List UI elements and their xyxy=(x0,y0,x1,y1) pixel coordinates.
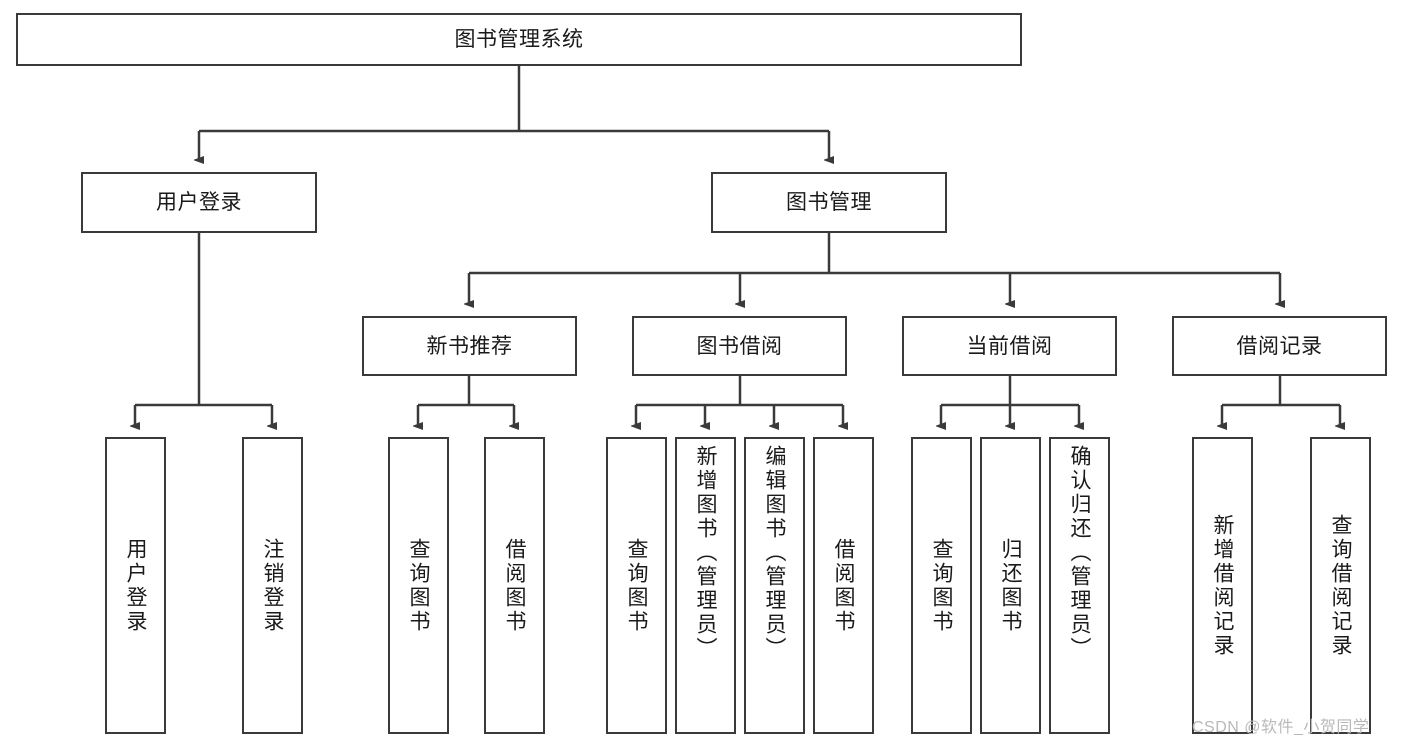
node-label: 查询图书 xyxy=(930,537,953,634)
node-label: 用户登录 xyxy=(124,537,147,634)
node-label: 查询图书 xyxy=(407,537,430,634)
node-label: 借阅图书 xyxy=(503,537,526,634)
node-label: 借阅记录 xyxy=(1236,334,1323,358)
node-borrow-record[interactable]: 借阅记录 xyxy=(1172,316,1387,376)
node-user-login[interactable]: 用户登录 xyxy=(81,172,317,233)
leaf-recommend-borrow-book[interactable]: 借阅图书 xyxy=(484,437,545,734)
node-label: 注销登录 xyxy=(261,537,284,634)
leaf-recommend-query-book[interactable]: 查询图书 xyxy=(388,437,449,734)
csdn-watermark: CSDN @软件_小贺同学 xyxy=(1192,719,1370,736)
node-label: 借阅图书 xyxy=(832,537,855,634)
node-label: 图书管理 xyxy=(786,191,872,214)
leaf-record-query-record[interactable]: 查询借阅记录 xyxy=(1310,437,1371,734)
node-root-system[interactable]: 图书管理系统 xyxy=(16,13,1022,66)
node-book-management[interactable]: 图书管理 xyxy=(711,172,947,233)
leaf-user-login-logout[interactable]: 注销登录 xyxy=(242,437,303,734)
node-label: 图书借阅 xyxy=(696,334,783,358)
leaf-record-add-record[interactable]: 新增借阅记录 xyxy=(1192,437,1253,734)
leaf-borrow-edit-book-admin[interactable]: 编辑图书（管理员） xyxy=(744,437,805,734)
leaf-borrow-borrow-book[interactable]: 借阅图书 xyxy=(813,437,874,734)
node-book-borrow[interactable]: 图书借阅 xyxy=(632,316,847,376)
node-label: 新增借阅记录 xyxy=(1211,513,1234,658)
node-label: 编辑图书（管理员） xyxy=(763,445,786,661)
node-label: 查询借阅记录 xyxy=(1329,513,1352,658)
node-label: 用户登录 xyxy=(156,191,242,214)
leaf-current-query-book[interactable]: 查询图书 xyxy=(911,437,972,734)
node-current-borrow[interactable]: 当前借阅 xyxy=(902,316,1117,376)
node-label: 确认归还（管理员） xyxy=(1068,445,1091,661)
node-label: 图书管理系统 xyxy=(454,28,584,51)
leaf-borrow-add-book-admin[interactable]: 新增图书（管理员） xyxy=(675,437,736,734)
node-label: 新增图书（管理员） xyxy=(694,445,717,661)
leaf-borrow-query-book[interactable]: 查询图书 xyxy=(606,437,667,734)
node-new-book-recommend[interactable]: 新书推荐 xyxy=(362,316,577,376)
node-label: 归还图书 xyxy=(999,537,1022,634)
node-label: 当前借阅 xyxy=(966,334,1053,358)
node-label: 新书推荐 xyxy=(426,334,513,358)
leaf-current-return-book[interactable]: 归还图书 xyxy=(980,437,1041,734)
node-label: 查询图书 xyxy=(625,537,648,634)
leaf-current-confirm-return-admin[interactable]: 确认归还（管理员） xyxy=(1049,437,1110,734)
leaf-user-login-login[interactable]: 用户登录 xyxy=(105,437,166,734)
